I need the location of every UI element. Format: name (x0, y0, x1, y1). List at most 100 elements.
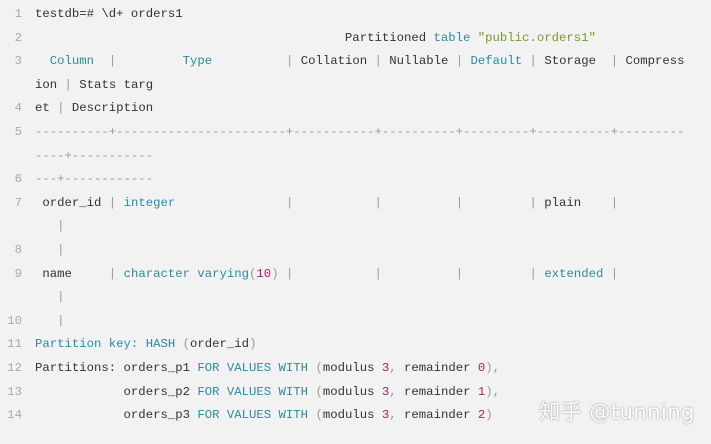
line-text: name | character varying(10) | | | | ext… (35, 263, 618, 287)
punctuation-token: | (57, 242, 65, 257)
punctuation-token: ( (315, 384, 323, 399)
line-number: 4 (14, 101, 22, 116)
punctuation-token: | (455, 195, 464, 210)
text-token (382, 196, 456, 210)
line-text: Partitions: orders_p1 FOR VALUES WITH (m… (35, 357, 500, 381)
line-text: Partitioned table "public.orders1" (35, 27, 596, 51)
keyword-token: extended (544, 266, 604, 281)
keyword-token: Type (182, 54, 213, 69)
text-token (35, 54, 50, 68)
text-token: name (35, 266, 109, 281)
line-number: 5 (14, 124, 22, 139)
line-number: 2 (14, 30, 22, 45)
text-token: Partitioned (35, 30, 434, 45)
punctuation-token: | (285, 266, 294, 281)
text-token (470, 31, 477, 45)
keyword-token: FOR VALUES WITH (197, 408, 309, 423)
punctuation-token: , (389, 408, 405, 423)
line-text: | (35, 239, 65, 263)
line-number: 3 (14, 54, 22, 69)
text-token (35, 314, 57, 328)
line-text: ion | Stats targ (35, 74, 153, 98)
text-token: Collation (293, 54, 375, 69)
line-number: 11 (7, 337, 22, 352)
punctuation-token: | (57, 101, 65, 116)
punctuation-token: ( (315, 408, 323, 423)
text-token (35, 290, 57, 304)
text-token: orders_p2 (35, 384, 198, 399)
line-text: | (35, 215, 64, 239)
line-text: order_id | integer | | | | plain | (35, 192, 618, 216)
code-line: ----+----------- (0, 145, 711, 169)
line-number: 10 (7, 313, 22, 328)
text-token (175, 196, 286, 210)
punctuation-token: , (389, 360, 405, 375)
code-line: 8 | (0, 239, 711, 263)
code-line: ion | Stats targ (0, 74, 711, 98)
punctuation-token: ), (485, 384, 500, 399)
text-token (94, 54, 109, 68)
text-token (382, 267, 456, 281)
punctuation-token: | (57, 313, 65, 328)
text-token: Partitions: orders_p1 (35, 360, 198, 375)
line-text: orders_p2 FOR VALUES WITH (modulus 3, re… (35, 381, 500, 405)
number-token: 3 (381, 408, 390, 423)
number-token: 1 (477, 384, 486, 399)
code-line: 2 Partitioned table "public.orders1" (0, 27, 711, 51)
text-token: Compress (618, 54, 685, 69)
punctuation-token: ( (249, 266, 257, 281)
punctuation-token: | (529, 266, 537, 281)
text-token: plain (536, 195, 611, 210)
text-token: modulus (322, 384, 382, 399)
line-text: orders_p3 FOR VALUES WITH (modulus 3, re… (35, 404, 493, 428)
line-text: ----+----------- (35, 145, 153, 169)
line-number: 8 (14, 242, 22, 257)
text-token (463, 54, 470, 68)
punctuation-token: | (374, 195, 382, 210)
text-token: Nullable (381, 54, 456, 69)
punctuation-token: | (285, 54, 294, 69)
punctuation-token: ) (485, 408, 493, 423)
line-number: 7 (14, 195, 22, 210)
keyword-token: integer (123, 195, 176, 210)
line-number: 6 (14, 172, 22, 187)
code-line: 3 Column | Type | Collation | Nullable |… (0, 50, 711, 74)
keyword-token: FOR VALUES WITH (197, 360, 309, 375)
text-token (35, 243, 57, 257)
punctuation-token: | (529, 54, 537, 69)
code-line: 6 ---+------------ (0, 168, 711, 192)
line-number: 1 (14, 7, 22, 21)
punctuation-token: | (108, 54, 117, 69)
keyword-token: Partition key: (35, 337, 139, 352)
punctuation-token: ----+----------- (35, 148, 154, 163)
text-token: orders_p3 (35, 408, 198, 423)
keyword-token: character varying (123, 266, 250, 281)
text-token: testdb=# \d+ orders1 (35, 7, 183, 21)
punctuation-token: | (455, 54, 464, 69)
keyword-token: table (433, 30, 471, 45)
number-token: 2 (477, 408, 486, 423)
text-token (116, 267, 123, 281)
text-token: order_id (190, 337, 250, 352)
text-token: ion (35, 77, 65, 92)
text-token: remainder (404, 360, 478, 375)
line-text: Column | Type | Collation | Nullable | D… (35, 50, 685, 74)
keyword-token: Default (470, 54, 523, 69)
punctuation-token: ) (271, 266, 279, 281)
number-token: 0 (477, 360, 486, 375)
punctuation-token: | (374, 54, 382, 69)
number-token: 3 (381, 360, 390, 375)
text-token (293, 196, 374, 210)
text-token (35, 219, 57, 233)
code-line: 5----------+-----------------------+----… (0, 121, 711, 145)
code-line: 1 testdb=# \d+ orders1 (0, 3, 711, 27)
punctuation-token: | (108, 195, 117, 210)
text-token (279, 267, 286, 281)
line-text: ---+------------ (35, 168, 153, 192)
text-token: Description (64, 101, 154, 116)
text-token (116, 196, 123, 210)
code-line: 7 order_id | integer | | | | plain | (0, 192, 711, 216)
line-number: 12 (7, 360, 22, 375)
